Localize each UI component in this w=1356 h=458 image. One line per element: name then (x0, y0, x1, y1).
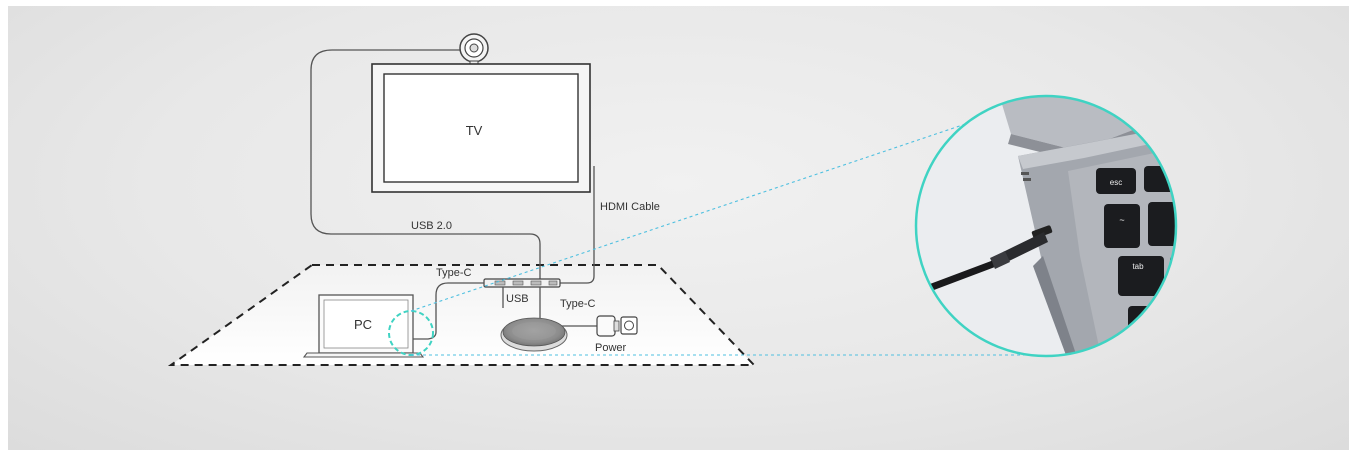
tilde-key-label: ~ (1119, 215, 1124, 225)
typec-plug (1003, 232, 1048, 262)
diagram-canvas: TV USB 2.0 HDMI Cable Type-C USB Type-C … (8, 6, 1349, 450)
tab-key (1118, 256, 1164, 296)
connection-diagram: TV USB 2.0 HDMI Cable Type-C USB Type-C … (167, 33, 1178, 366)
laptop-icon (302, 294, 425, 358)
typec-cable-pc (413, 282, 484, 340)
hdmi-cable-label: HDMI Cable (600, 201, 660, 213)
power-label: Power (595, 342, 627, 354)
usb-label: USB (506, 293, 529, 305)
esc-key (1096, 168, 1136, 194)
power-adapter-icon (596, 315, 620, 337)
tv-label: TV (466, 123, 483, 138)
usb20-cable (310, 49, 541, 283)
table-surface (167, 264, 757, 366)
typec-label-right: Type-C (560, 298, 596, 310)
tilde-key (1104, 204, 1140, 248)
zoom-detail: esc ~ tab (916, 96, 1176, 356)
hdmi-cable (556, 166, 595, 284)
pc-label: PC (354, 317, 372, 332)
power-outlet-icon (620, 316, 638, 335)
tab-key-label: tab (1132, 262, 1144, 271)
camera-icon (459, 33, 489, 67)
typec-label-top: Type-C (436, 267, 472, 279)
usb20-label: USB 2.0 (411, 220, 452, 232)
speakerphone-icon (500, 317, 568, 352)
esc-key-label: esc (1110, 178, 1122, 187)
tv-icon (371, 63, 591, 193)
usb-hub (483, 278, 561, 288)
zoom-leader-top (410, 110, 1005, 312)
zoom-ring (914, 94, 1178, 358)
